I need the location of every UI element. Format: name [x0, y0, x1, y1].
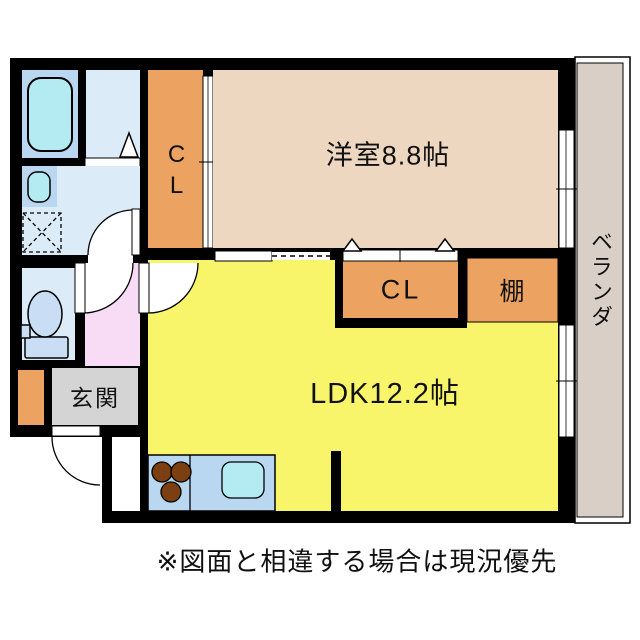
shoe-cabinet: [18, 370, 44, 425]
toilet-door-swing: [83, 263, 133, 313]
ldk-label: LDK12.2帖: [310, 378, 460, 410]
closet-mid: [343, 260, 458, 318]
window-western-room: [556, 129, 577, 249]
ldk-door-leaf: [138, 262, 150, 314]
toilet-icon: [20, 290, 69, 359]
porch: [112, 437, 140, 511]
ldk-room: [148, 260, 558, 511]
genkan-floor: [52, 368, 138, 425]
toilet-door-arc: [82, 262, 134, 314]
bath-door: [84, 157, 141, 168]
washroom-door-leaf: [131, 208, 141, 256]
closet-mid-label: CL: [380, 274, 422, 305]
closet-folding-door: [341, 237, 459, 262]
veranda-label: ベランダ: [588, 230, 613, 330]
kitchen-counter: [147, 454, 276, 512]
western-room-label: 洋室8.8帖: [325, 140, 451, 171]
shelf-label: 棚: [499, 278, 525, 306]
kitchen-sink-icon: [221, 461, 265, 499]
stove-burners-icon: [151, 461, 192, 503]
veranda-deck: [576, 62, 624, 518]
partition-wall: [331, 451, 341, 511]
sliding-door: [214, 250, 330, 262]
entrance-door-arc: [51, 436, 101, 486]
bath-door-swing-icon: [118, 130, 140, 158]
toilet-door-leaf: [74, 262, 86, 314]
washer-pan-icon: [22, 212, 62, 253]
shelf-area: [466, 257, 559, 323]
entrance-door-swing: [52, 437, 100, 485]
washroom-door-arc: [87, 209, 134, 256]
closet-tall: [148, 70, 203, 248]
bathtub-icon: [27, 77, 73, 152]
western-room: [213, 70, 558, 248]
window-ldk: [556, 324, 577, 438]
closet-tall-label: CL: [163, 141, 190, 203]
entrance-door-leaf: [51, 425, 101, 437]
washroom-door-swing: [88, 210, 133, 255]
disclaimer-text: ※図面と相違する場合は現況優先: [156, 546, 558, 577]
genkan-label: 玄関: [70, 385, 120, 411]
washroom-door-opening: [88, 255, 133, 263]
ldk-door-arc: [147, 262, 199, 314]
washbasin-icon: [27, 171, 51, 203]
ldk-door-swing: [148, 263, 198, 313]
